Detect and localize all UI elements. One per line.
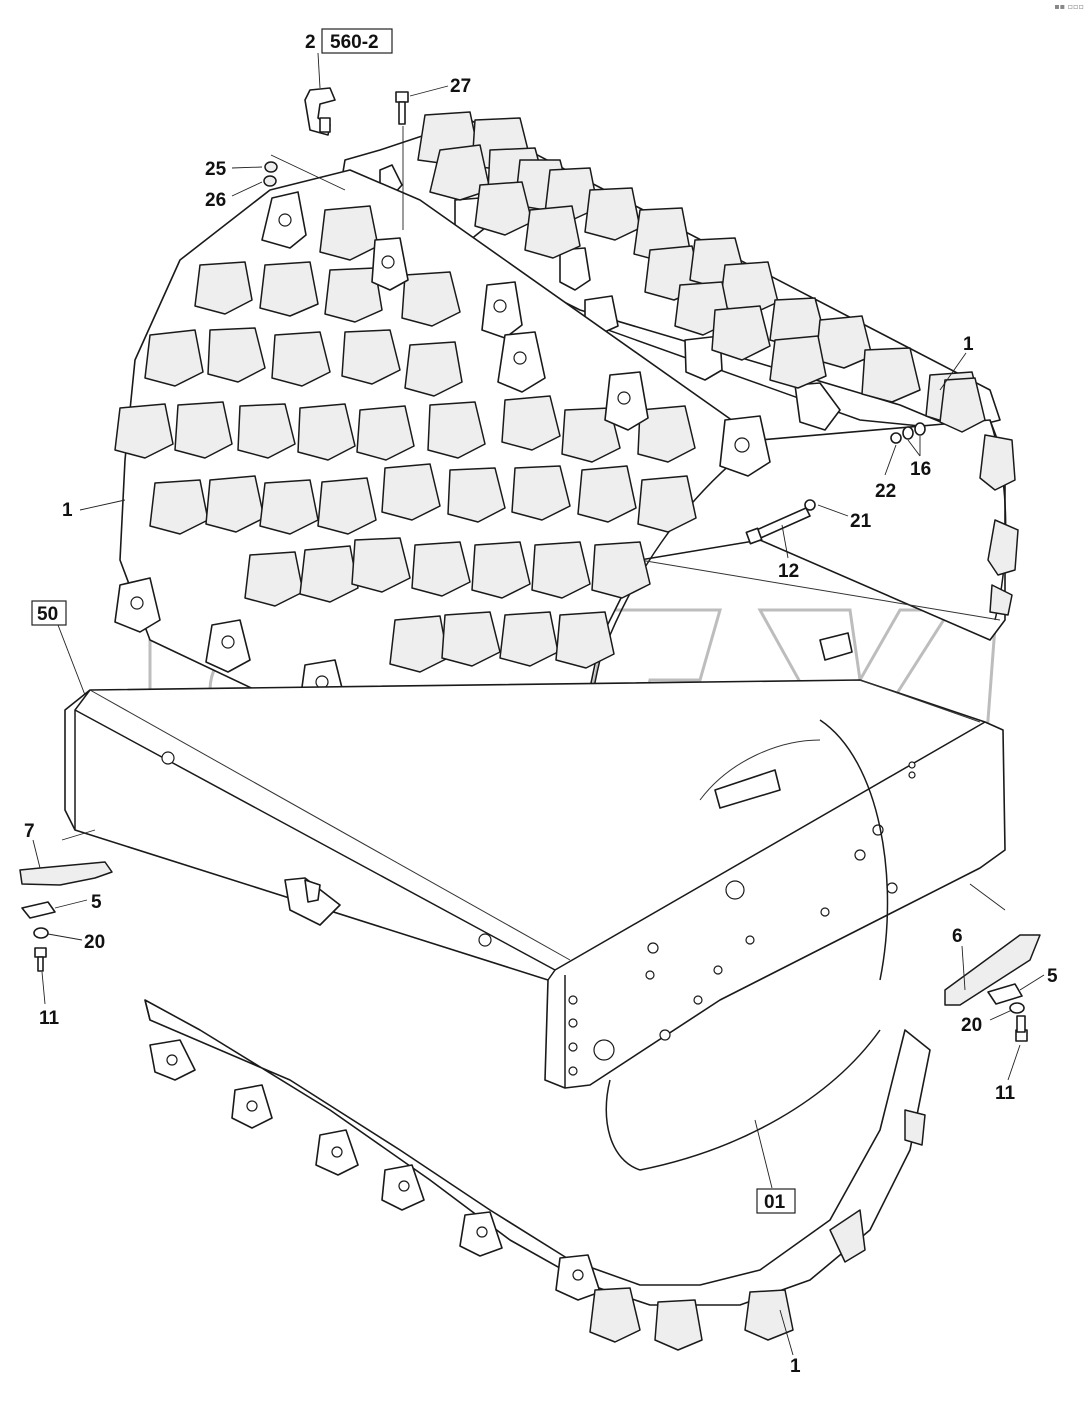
- callout-27: 27: [450, 76, 471, 97]
- callout-01: 01: [764, 1192, 786, 1213]
- nut-parts-25-26: [263, 161, 278, 187]
- callout-01-box: [756, 1188, 796, 1214]
- callout-20-left: 20: [84, 932, 105, 953]
- callout-1-top: 1: [963, 334, 974, 355]
- bolt-part-12: [745, 507, 811, 545]
- callout-16: 16: [910, 459, 931, 480]
- washer-part-20-left: [33, 927, 49, 939]
- callout-1-left: 1: [62, 500, 73, 521]
- callout-50: 50: [37, 604, 58, 625]
- callout-7: 7: [24, 821, 35, 842]
- callout-560-2: 560-2: [330, 32, 379, 53]
- callout-5-right: 5: [1047, 966, 1058, 987]
- callout-6: 6: [952, 926, 963, 947]
- callout-12: 12: [778, 561, 799, 582]
- callout-1-bottom: 1: [790, 1356, 801, 1377]
- callout-21: 21: [850, 511, 872, 532]
- plate-part-5-right: [987, 983, 1023, 1005]
- callout-25: 25: [205, 159, 227, 180]
- callout-560-2-box: [321, 28, 393, 54]
- callout-11-left: 11: [39, 1008, 60, 1029]
- callout-2: 2: [305, 32, 316, 53]
- callout-20-right: 20: [961, 1015, 982, 1036]
- leader-lines: [32, 52, 1045, 1356]
- nut-washer-parts-16-22: [890, 422, 926, 444]
- callout-50-box: [31, 600, 67, 626]
- inner-disc: [605, 632, 889, 1171]
- callout-11-right: 11: [995, 1083, 1016, 1104]
- scraper-part-6: [944, 934, 1041, 1006]
- lower-pad-segment: [144, 999, 931, 1351]
- upper-strip-pads: [417, 111, 983, 426]
- washer-part-21: [804, 499, 816, 511]
- bolt-part-11-left: [34, 947, 47, 972]
- washer-part-20-right: [1009, 1002, 1025, 1014]
- bolt-part-27: [395, 91, 409, 125]
- callout-labels: 2 560-2 27 25 26 1 1 16 22 21 12 50 7 5 …: [24, 28, 1058, 1377]
- callout-5-left: 5: [91, 892, 102, 913]
- plate-part-5-left: [21, 901, 56, 919]
- corner-mark: ▪▪ ▫▫▫: [1054, 2, 1084, 11]
- callout-26: 26: [205, 190, 226, 211]
- scraper-part-7: [19, 861, 113, 886]
- drum-frame: [64, 679, 1006, 1089]
- clamp-part-2: [304, 87, 336, 136]
- right-side-pads: [939, 377, 1019, 616]
- bolt-part-11-right: [1015, 1015, 1028, 1042]
- callout-22: 22: [875, 481, 896, 502]
